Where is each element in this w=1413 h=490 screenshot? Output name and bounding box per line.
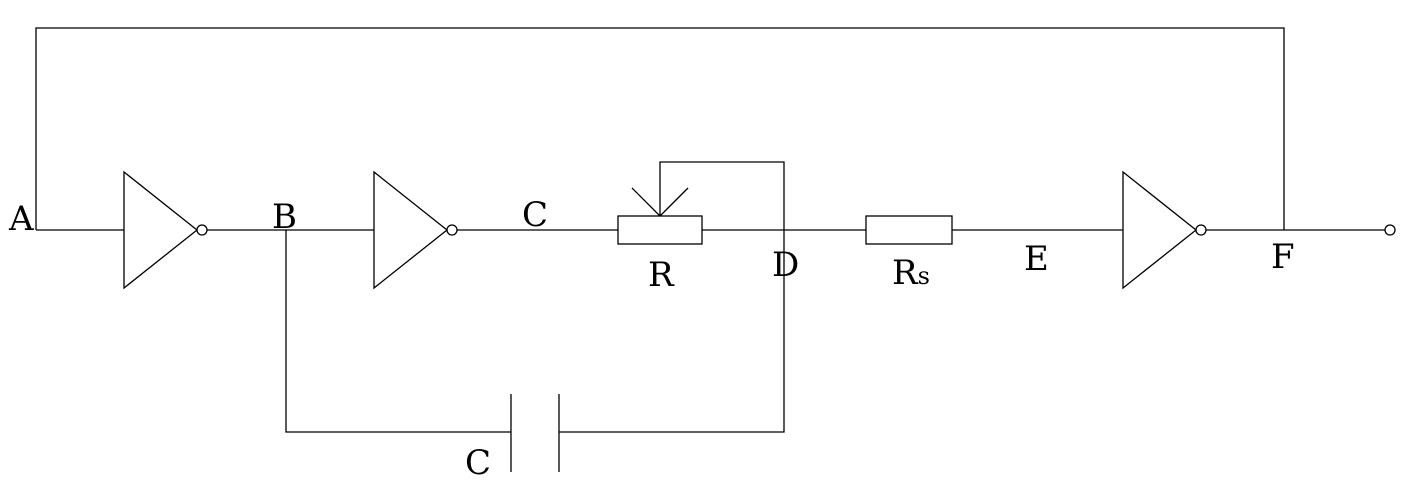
- node-label-b: B: [272, 197, 297, 237]
- inverter-triangle: [123, 170, 199, 290]
- inverter-1: [123, 170, 208, 290]
- wiper-wire: [659, 161, 785, 230]
- variable-resistor-label: R: [648, 255, 675, 295]
- inverter-bubble: [196, 224, 208, 236]
- inverter-triangle: [373, 170, 449, 290]
- node-label-a: A: [8, 199, 34, 239]
- node-label-f: F: [1271, 237, 1295, 277]
- inverter-triangle: [1122, 170, 1198, 290]
- resistor-body: [617, 215, 703, 245]
- capacitor-label: C: [465, 443, 491, 483]
- series-resistor-label-sub: s: [918, 262, 930, 290]
- inverter-bubble: [1195, 224, 1207, 236]
- wiper-arrow-left: [631, 187, 661, 217]
- inverter-bubble: [446, 224, 458, 236]
- inverter-3: [1122, 170, 1207, 290]
- feedback-wire: [35, 27, 1285, 230]
- capacitor: [510, 394, 560, 472]
- capacitor-wire-left: [285, 230, 511, 433]
- node-label-e: E: [1024, 239, 1049, 279]
- variable-resistor: [617, 161, 785, 245]
- inverter-2: [373, 170, 458, 290]
- output-terminal: [1384, 224, 1396, 236]
- capacitor-wire-right: [559, 230, 785, 433]
- node-label-d: D: [772, 245, 799, 285]
- series-resistor: [865, 215, 953, 245]
- node-label-c: C: [522, 195, 548, 235]
- wiper-arrow-right: [659, 187, 689, 217]
- series-resistor-label-main: R: [892, 253, 919, 293]
- series-resistor-label: Rs: [892, 253, 930, 293]
